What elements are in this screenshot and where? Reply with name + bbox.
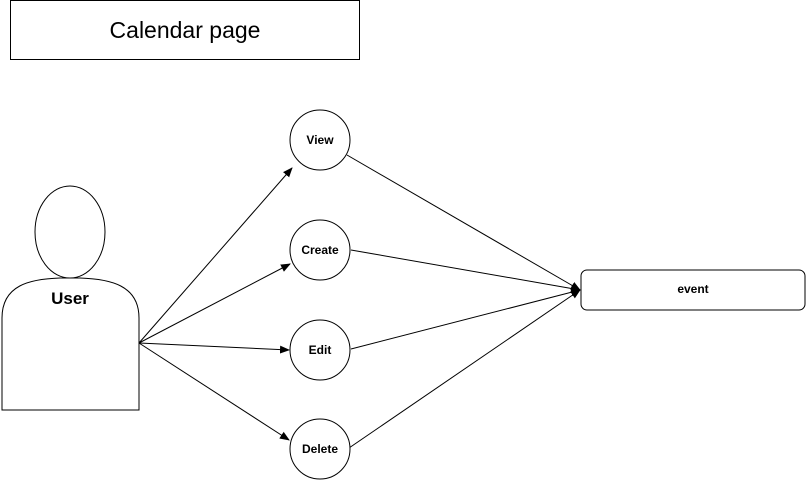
- edit-node: [289, 319, 351, 381]
- user-label: User: [51, 289, 89, 308]
- edge-user-to-view: [138, 167, 293, 344]
- delete-label: Delete: [301, 442, 339, 456]
- view-node: [289, 109, 351, 171]
- user-actor-shape: [1, 185, 140, 411]
- diagram-title: Calendar page: [10, 0, 360, 60]
- create-node: [289, 219, 351, 281]
- view-label: View: [306, 133, 334, 147]
- user-body: [1, 277, 140, 411]
- create-label: Create: [301, 243, 339, 257]
- event-node: [580, 269, 806, 311]
- edge-user-to-edit: [138, 342, 290, 354]
- edge-user-to-delete: [138, 342, 290, 441]
- event-label: event: [677, 282, 709, 296]
- user-head: [34, 185, 106, 279]
- edge-create-to-event: [350, 249, 581, 293]
- edge-view-to-event: [346, 154, 581, 291]
- edge-edit-to-event: [350, 288, 581, 350]
- delete-node: [289, 418, 351, 480]
- edge-delete-to-event: [348, 289, 581, 449]
- edit-label: Edit: [308, 343, 332, 357]
- edge-user-to-create: [138, 263, 291, 344]
